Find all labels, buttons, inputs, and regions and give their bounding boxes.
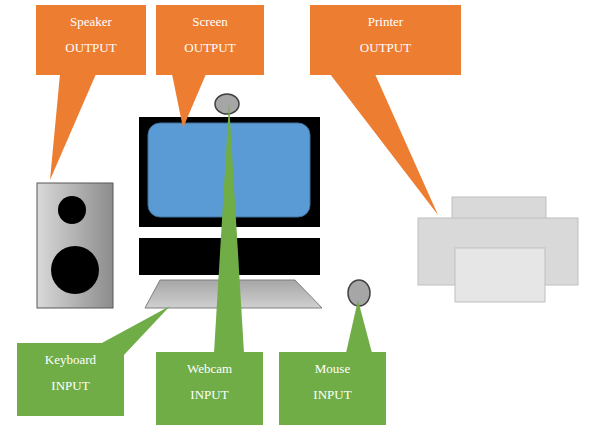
device-name: Keyboard xyxy=(17,352,124,368)
callout-pointer xyxy=(346,300,372,353)
input-callout: MouseINPUT xyxy=(279,352,386,425)
input-callout: WebcamINPUT xyxy=(156,352,263,425)
device-name: Printer xyxy=(310,14,461,30)
speaker-body xyxy=(37,183,113,308)
device-role: INPUT xyxy=(17,378,124,394)
device-role: INPUT xyxy=(279,387,386,403)
input-callout: KeyboardINPUT xyxy=(17,343,124,416)
output-callout: ScreenOUTPUT xyxy=(156,5,264,75)
callout-pointer xyxy=(214,103,244,353)
speaker-cone xyxy=(51,246,99,294)
webcam-symbol xyxy=(215,94,239,114)
device-name: Webcam xyxy=(156,361,263,377)
device-name: Screen xyxy=(156,14,264,30)
printer-tray xyxy=(455,248,545,302)
device-name: Mouse xyxy=(279,361,386,377)
output-callout: SpeakerOUTPUT xyxy=(36,5,146,75)
callout-pointer xyxy=(330,74,438,215)
device-role: INPUT xyxy=(156,387,263,403)
printer-top xyxy=(452,197,546,219)
device-name: Speaker xyxy=(36,14,146,30)
device-role: OUTPUT xyxy=(310,40,461,56)
device-role: OUTPUT xyxy=(156,40,264,56)
speaker-cone xyxy=(58,196,86,224)
mouse-symbol xyxy=(348,280,370,306)
device-role: OUTPUT xyxy=(36,40,146,56)
output-callout: PrinterOUTPUT xyxy=(310,5,461,75)
callout-pointer xyxy=(50,74,96,180)
callout-pointer xyxy=(172,74,206,128)
